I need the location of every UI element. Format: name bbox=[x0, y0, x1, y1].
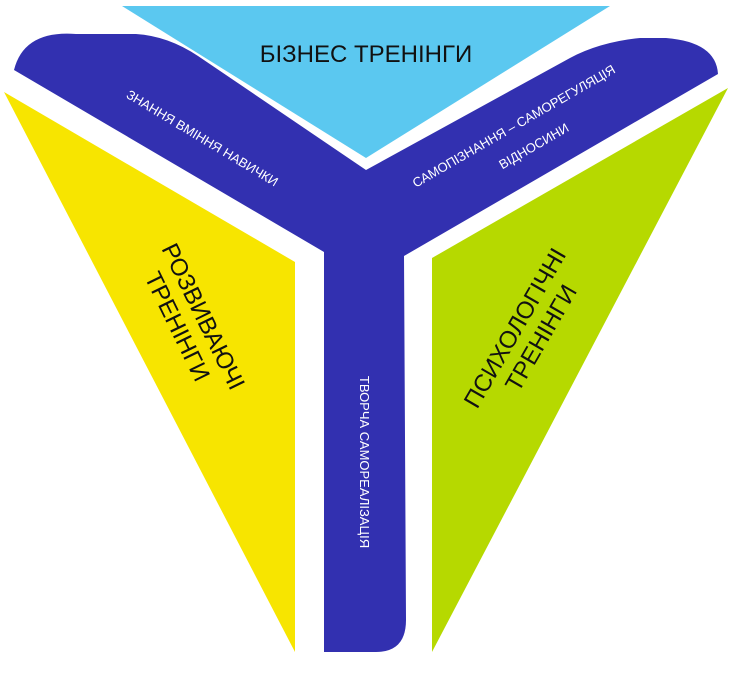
developmental-triangle bbox=[4, 92, 295, 652]
psychological-triangle bbox=[432, 88, 728, 652]
stem-text: ТВОРЧА САМОРЕАЛІЗАЦІЯ bbox=[357, 376, 372, 548]
y-shape bbox=[14, 33, 718, 653]
business-label: БІЗНЕС ТРЕНІНГИ bbox=[260, 41, 473, 68]
business-triangle bbox=[122, 6, 610, 158]
